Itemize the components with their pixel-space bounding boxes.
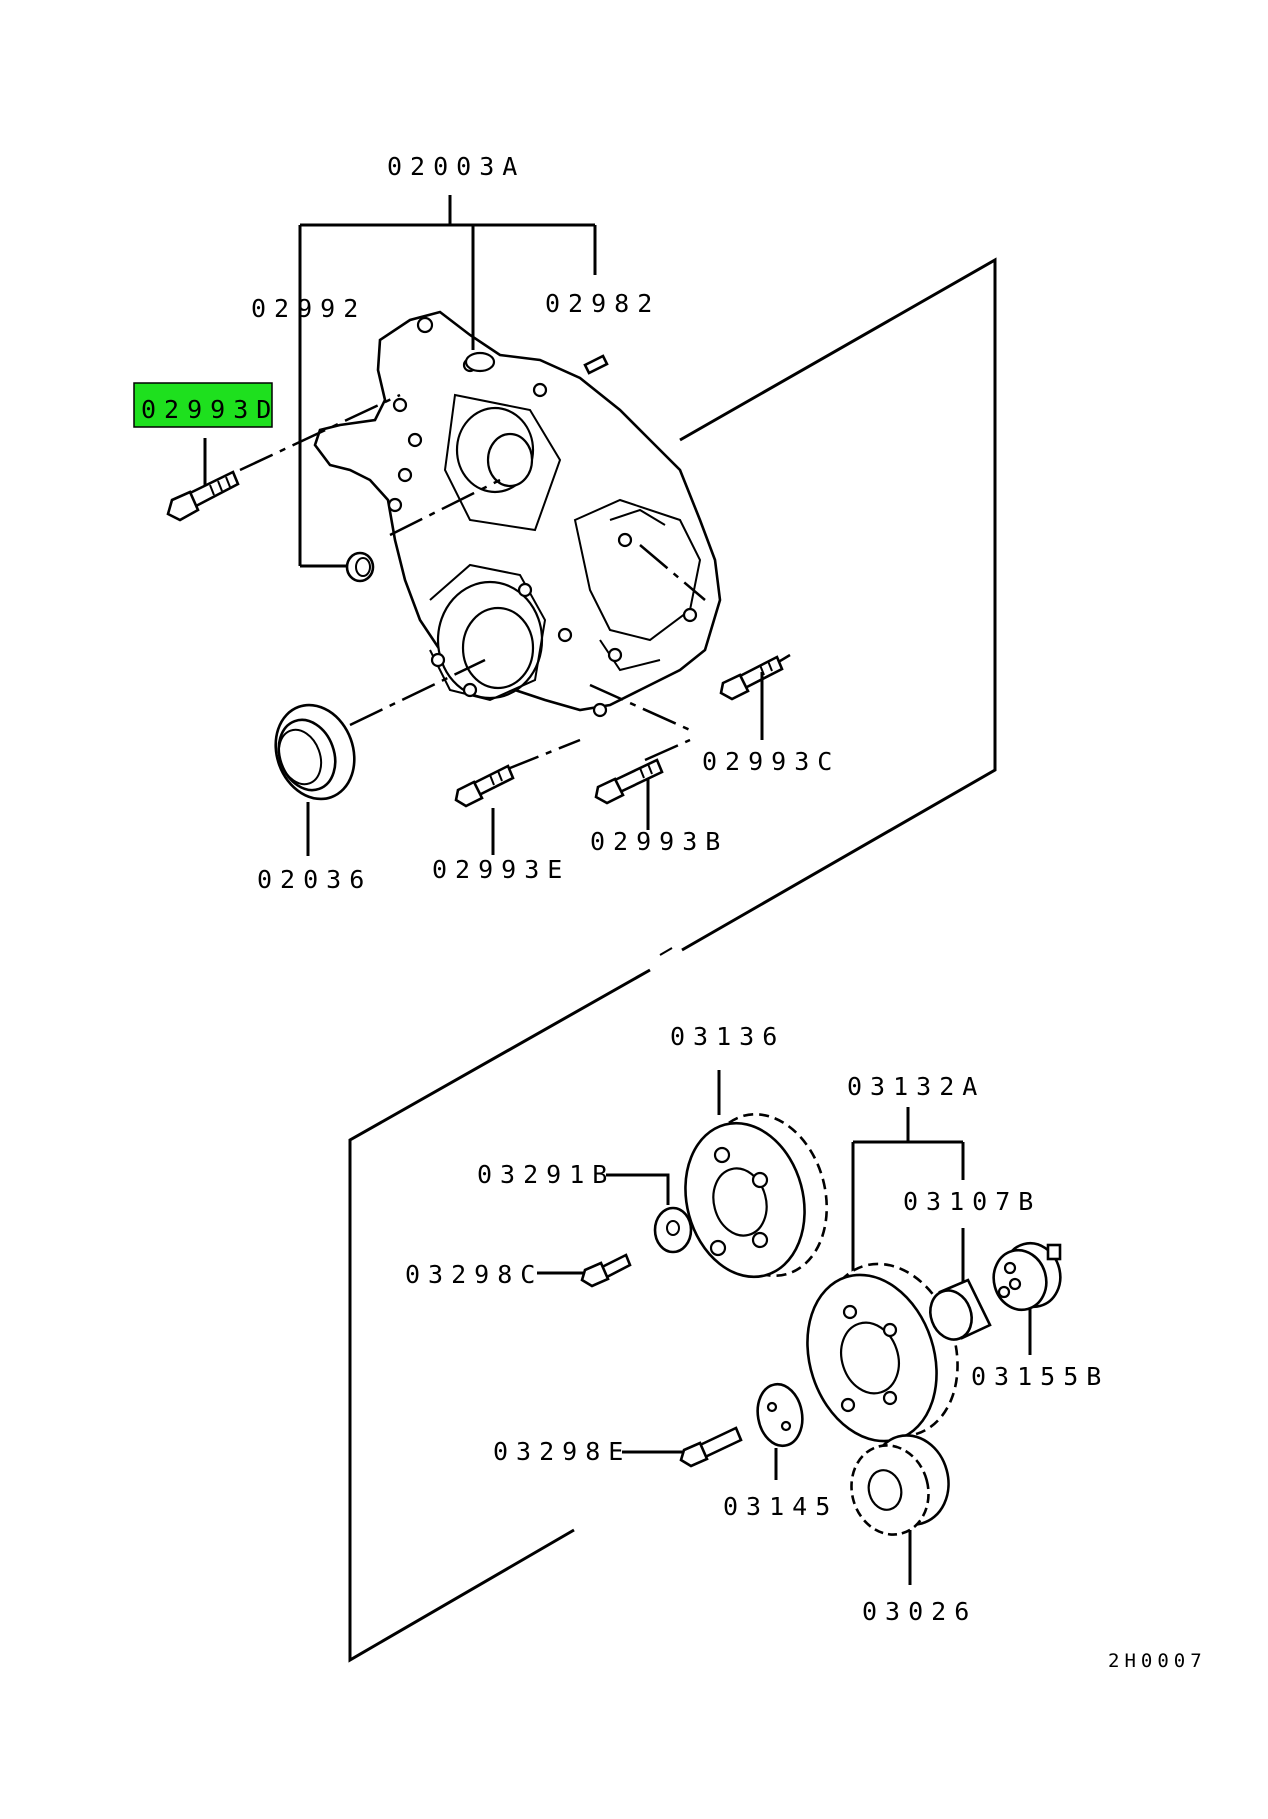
timing-gear-case[interactable] xyxy=(313,310,722,718)
reference-code: 2H0007 xyxy=(1108,1650,1207,1672)
label-02003a[interactable]: 02003A xyxy=(387,152,525,181)
label-03107b[interactable]: 03107B xyxy=(903,1187,1041,1216)
washer-03291b[interactable] xyxy=(653,1206,693,1254)
label-03132a[interactable]: 03132A xyxy=(847,1072,985,1101)
label-02993d: 02993D xyxy=(141,395,279,424)
label-02982[interactable]: 02982 xyxy=(545,289,660,318)
label-03291b[interactable]: 03291B xyxy=(477,1160,615,1189)
label-02992[interactable]: 02992 xyxy=(251,294,366,323)
crank-gear-03026[interactable] xyxy=(842,1427,959,1544)
group-frame xyxy=(348,257,997,1663)
label-03155b[interactable]: 03155B xyxy=(971,1362,1109,1391)
thrust-plate-03145[interactable] xyxy=(753,1381,807,1450)
shaft-03155b[interactable] xyxy=(987,1237,1067,1316)
bracket-02003a xyxy=(298,195,597,568)
gear-03132a[interactable] xyxy=(787,1246,979,1458)
bolt-02993d[interactable] xyxy=(166,470,240,522)
label-03026[interactable]: 03026 xyxy=(862,1597,977,1626)
plug-02992[interactable] xyxy=(345,551,375,583)
label-03298e[interactable]: 03298E xyxy=(493,1437,631,1466)
label-03298c[interactable]: 03298C xyxy=(405,1260,543,1289)
bolt-03298e[interactable] xyxy=(679,1426,743,1468)
highlight-02993d[interactable]: 02993D xyxy=(133,382,279,428)
label-02993c[interactable]: 02993C xyxy=(702,747,840,776)
bolt-03298c[interactable] xyxy=(580,1253,632,1288)
label-02993e[interactable]: 02993E xyxy=(432,855,570,884)
pin-02982[interactable] xyxy=(583,354,609,375)
idler-gear-03136[interactable] xyxy=(669,1100,844,1290)
bolt-02993c[interactable] xyxy=(719,655,784,701)
label-02993b[interactable]: 02993B xyxy=(590,827,728,856)
bushing-03107b[interactable] xyxy=(924,1278,992,1345)
label-02036[interactable]: 02036 xyxy=(257,865,372,894)
bolt-02993e[interactable] xyxy=(454,764,515,808)
oil-seal-02036[interactable] xyxy=(263,694,367,810)
label-03136[interactable]: 03136 xyxy=(670,1022,785,1051)
label-03145[interactable]: 03145 xyxy=(723,1492,838,1521)
bolt-02993b[interactable] xyxy=(594,758,664,805)
